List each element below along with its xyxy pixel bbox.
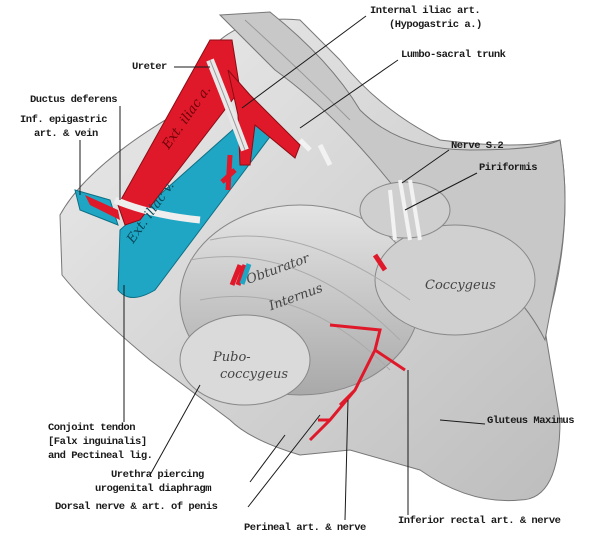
external-iliac-vein [117, 109, 276, 298]
label-coccygeus: Coccygeus [425, 278, 496, 293]
label-conjoint-tendon: Conjoint tendon [48, 422, 136, 434]
label-piriformis: Piriformis [479, 162, 538, 174]
label-dorsal-nerve: Dorsal nerve & art. of penis [55, 501, 218, 513]
label-perineal: Perineal art. & nerve [244, 522, 366, 534]
pubococcygeus-muscle [179, 314, 311, 406]
label-inferior-rectal: Inferior rectal art. & nerve [398, 515, 561, 527]
ductus-deferens [113, 196, 201, 224]
perineal-arteries [308, 323, 406, 442]
label-ureter: Ureter [132, 61, 167, 73]
label-falx-inguinalis: [Falx inguinalis] [48, 436, 147, 448]
label-inf-epigastric: Inf. epigastric [20, 114, 108, 126]
coccygeus-muscle [374, 224, 536, 336]
leader-lines [79, 15, 486, 521]
label-internal-iliac: Internal iliac art. [370, 5, 481, 17]
label-urogenital: urogenital diaphragm [95, 483, 212, 495]
label-urethra: Urethra piercing [111, 469, 204, 481]
label-pectineal: and Pectineal lig. [48, 450, 153, 462]
label-lumbo-sacral: Lumbo-sacral trunk [401, 49, 506, 61]
label-gluteus-maximus: Gluteus Maximus [487, 415, 575, 427]
label-hypogastric: (Hypogastric a.) [389, 19, 482, 31]
label-pubo: Pubo- [213, 350, 251, 365]
label-nerve-s2: Nerve S.2 [451, 140, 504, 152]
label-art-vein: art. & vein [34, 128, 98, 140]
label-ductus-deferens: Ductus deferens [30, 94, 118, 106]
label-coccygeus-2: coccygeus [220, 367, 289, 382]
